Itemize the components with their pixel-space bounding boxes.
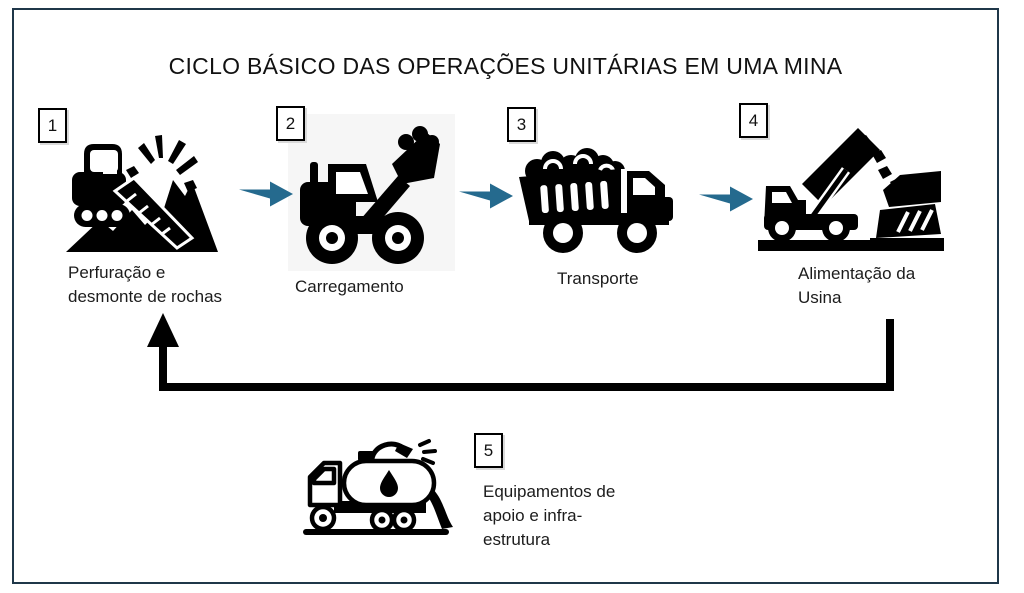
return-line-right-vertical <box>886 319 894 391</box>
return-line-shaft <box>159 344 167 387</box>
diagram-frame <box>12 8 999 584</box>
arrow-right-icon-1 <box>239 181 293 207</box>
step-2-number-box: 2 <box>276 106 305 141</box>
wheel-loader-icon <box>300 126 440 264</box>
step-5-label: Equipamentos de apoio e infra- estrutura <box>483 482 616 549</box>
dump-truck-icon <box>519 148 673 253</box>
step-4-label: Alimentação da Usina <box>798 264 916 307</box>
step-5-number: 5 <box>483 440 494 460</box>
arrow-up-icon <box>147 313 179 347</box>
drill-blast-icon <box>66 135 218 252</box>
step-2-label: Carregamento <box>295 277 404 296</box>
step-3-number-box: 3 <box>507 107 536 142</box>
step-3-number: 3 <box>516 114 527 134</box>
step-4-number-box: 4 <box>739 103 768 138</box>
step-4-number: 4 <box>748 110 759 130</box>
step-3-label: Transporte <box>557 269 639 288</box>
arrow-right-icon-2 <box>459 183 513 209</box>
step-1-number-box: 1 <box>38 108 67 143</box>
plant-feeder-icon <box>758 128 944 251</box>
arrow-right-icon-3 <box>699 186 753 212</box>
step-5-number-box: 5 <box>474 433 503 468</box>
return-line-horizontal <box>159 383 894 391</box>
step-1-label: Perfuração e desmonte de rochas <box>68 263 223 306</box>
water-truck-icon <box>303 439 453 535</box>
step-1-number: 1 <box>47 115 58 135</box>
diagram-title: CICLO BÁSICO DAS OPERAÇÕES UNITÁRIAS EM … <box>168 53 843 79</box>
step-2-number: 2 <box>285 113 296 133</box>
